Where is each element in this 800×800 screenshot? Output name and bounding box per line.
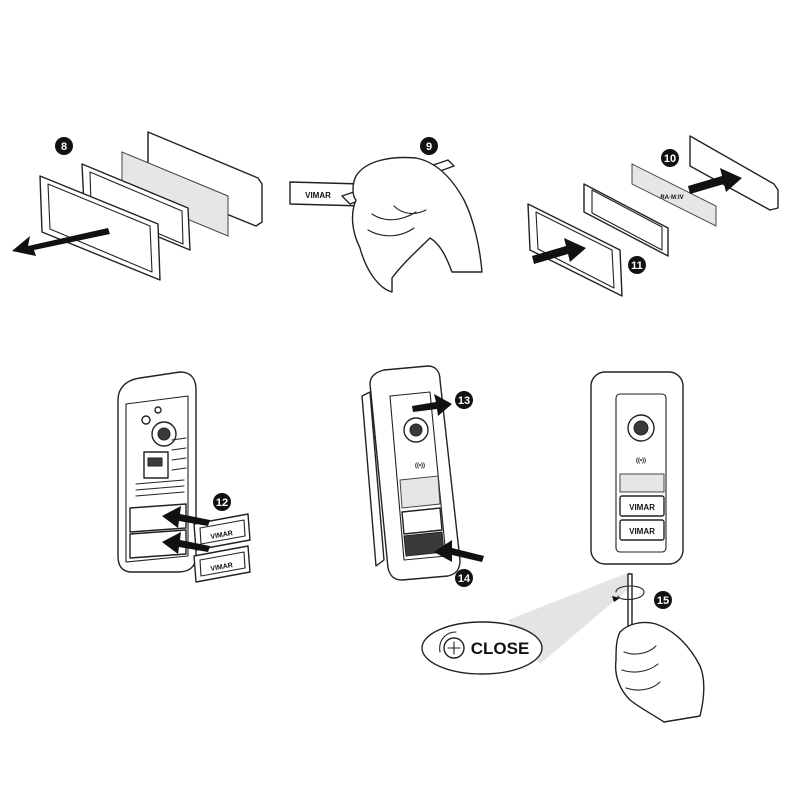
step-10-badge: 10 <box>661 149 679 167</box>
panel-button <box>401 507 443 535</box>
step-8-group: 8 <box>12 131 263 281</box>
step-15-number: 15 <box>657 595 669 607</box>
push-arrow-bottom <box>434 540 484 562</box>
push-arrow-top <box>412 394 452 416</box>
card-label-text: RA·M:IV <box>660 195 683 201</box>
insert-button-arrow-2 <box>162 532 210 554</box>
insert-button-arrow-1 <box>162 506 210 528</box>
insert-frame-arrow <box>532 238 586 264</box>
step-9-group: VIMAR 9 <box>289 137 483 293</box>
step-10-11-group: RA·M:IV 10 11 <box>527 135 779 297</box>
screwdriver-shaft <box>627 573 633 633</box>
step-14-number: 14 <box>458 573 471 585</box>
back-housing <box>361 391 385 567</box>
speaker-grill <box>399 475 441 509</box>
step-13-badge: 13 <box>455 391 473 409</box>
step-11-badge: 11 <box>628 256 646 274</box>
step-12-number: 12 <box>216 497 228 509</box>
step-14-badge: 14 <box>455 569 473 587</box>
step-8-badge: 8 <box>55 137 73 155</box>
label-card <box>121 151 229 237</box>
step-8-number: 8 <box>61 141 67 153</box>
rfid-symbol-2: ((•)) <box>636 458 646 464</box>
label-card-2 <box>631 163 717 227</box>
rotate-arrow <box>612 596 620 602</box>
middle-frame <box>81 163 191 251</box>
name-button-3-text: VIMAR <box>629 503 655 512</box>
step-11-number: 11 <box>631 260 643 272</box>
front-frame <box>39 175 161 281</box>
name-button-1-text: VIMAR <box>210 530 233 541</box>
step-9-badge: 9 <box>420 137 438 155</box>
step-9-number: 9 <box>426 141 432 153</box>
speaker-grill-2 <box>619 473 665 493</box>
name-button-3 <box>619 495 665 517</box>
insert-card-arrow <box>688 168 742 194</box>
screwdriver-hand <box>614 621 705 723</box>
step-12-group: VIMAR VIMAR 12 <box>117 371 251 583</box>
writing-hand <box>351 156 483 293</box>
step-15-group: ((•)) VIMAR VIMAR CLOSE 15 <box>421 371 705 723</box>
name-button-4 <box>619 519 665 541</box>
close-label: CLOSE <box>471 639 530 658</box>
label-text: VIMAR <box>305 191 331 200</box>
step-13-14-group: ((•)) 13 14 <box>361 365 484 587</box>
nameplate-back-cover-2 <box>689 135 779 211</box>
name-button-2 <box>193 545 251 583</box>
name-button-4-text: VIMAR <box>629 527 655 536</box>
step-15-badge: 15 <box>654 591 672 609</box>
close-callout <box>421 621 543 675</box>
step-12-badge: 12 <box>213 493 231 511</box>
rfid-symbol: ((•)) <box>415 463 425 469</box>
step-10-number: 10 <box>664 153 676 165</box>
pull-arrow <box>12 228 110 256</box>
step-13-number: 13 <box>458 395 470 407</box>
middle-frame-2 <box>583 183 669 257</box>
name-button-2-text: VIMAR <box>210 562 233 573</box>
